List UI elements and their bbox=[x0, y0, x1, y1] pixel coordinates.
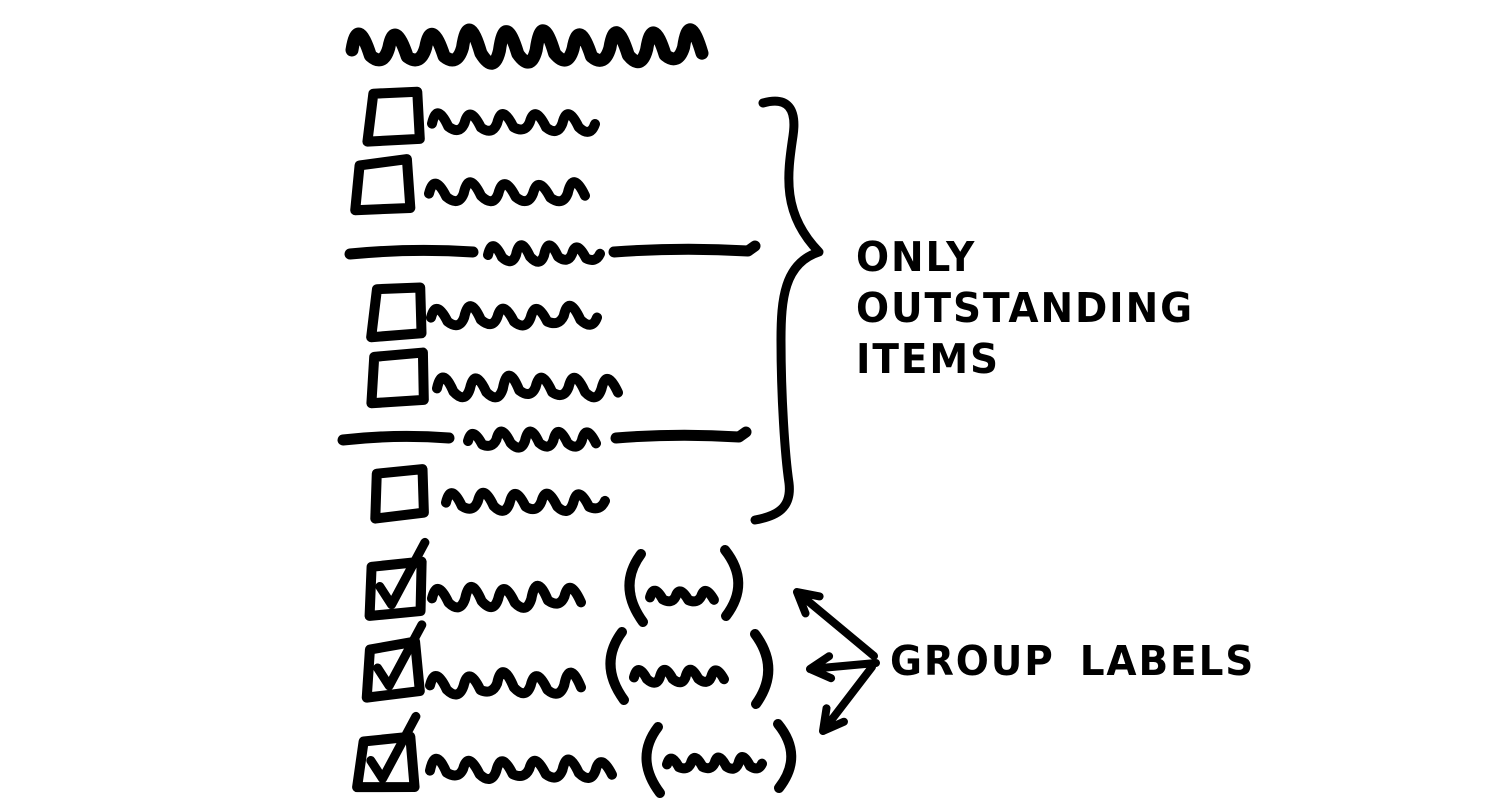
checkmark-icon bbox=[366, 711, 421, 784]
checkbox-unchecked[interactable] bbox=[366, 282, 427, 343]
divider-line-left bbox=[344, 244, 479, 260]
annotation-group-labels: GROUP LABELS bbox=[890, 637, 1256, 685]
checkbox-unchecked[interactable] bbox=[370, 464, 429, 524]
close-paren bbox=[750, 629, 774, 709]
item-label-scribble bbox=[441, 487, 610, 516]
divider-line-left bbox=[337, 430, 455, 446]
todo-item-row-checked bbox=[352, 711, 797, 798]
checkbox-checked[interactable] bbox=[352, 731, 420, 793]
annotation-line: ITEMS bbox=[856, 335, 1000, 383]
todo-item-row bbox=[366, 282, 602, 343]
item-label-scribble bbox=[427, 108, 600, 137]
item-label-scribble bbox=[424, 177, 590, 207]
checkbox-checked[interactable] bbox=[361, 636, 425, 703]
close-paren bbox=[720, 545, 744, 621]
group-divider bbox=[344, 240, 761, 267]
todo-item-row-checked bbox=[364, 537, 744, 627]
group-label-suffix-scribble bbox=[605, 627, 774, 709]
group-divider bbox=[337, 426, 752, 453]
group-label-inner-scribble bbox=[629, 664, 729, 688]
item-label-scribble bbox=[425, 667, 586, 700]
checkbox-unchecked[interactable] bbox=[362, 86, 425, 147]
group-label-inner-scribble bbox=[645, 585, 719, 607]
annotation-arrow bbox=[793, 588, 878, 660]
item-label-scribble bbox=[427, 580, 586, 613]
item-label-scribble bbox=[425, 753, 617, 784]
checkmark-icon bbox=[373, 620, 427, 691]
annotation-arrow bbox=[819, 663, 876, 735]
todo-item-row bbox=[350, 154, 590, 216]
todo-item-row bbox=[366, 347, 623, 409]
group-name-scribble bbox=[463, 426, 601, 453]
todo-item-row-checked bbox=[361, 620, 774, 709]
group-label-suffix-scribble bbox=[624, 545, 744, 627]
open-paren bbox=[624, 549, 648, 627]
checkbox-unchecked[interactable] bbox=[350, 154, 416, 216]
checkmark-icon bbox=[375, 537, 430, 610]
annotation-line: OUTSTANDING bbox=[856, 284, 1194, 332]
annotation-line: ONLY bbox=[856, 233, 977, 281]
annotation-arrow bbox=[806, 652, 880, 683]
divider-line-right bbox=[610, 426, 752, 444]
checkbox-unchecked[interactable] bbox=[366, 347, 429, 409]
group-name-scribble bbox=[483, 240, 605, 267]
open-paren bbox=[605, 627, 629, 705]
item-label-scribble bbox=[432, 370, 623, 403]
group-label-suffix-scribble bbox=[641, 719, 797, 798]
list-title-scribble bbox=[345, 23, 709, 70]
open-paren bbox=[641, 722, 665, 798]
item-label-scribble bbox=[426, 300, 602, 331]
divider-line-right bbox=[608, 240, 761, 258]
group-label-inner-scribble bbox=[662, 752, 767, 774]
close-paren bbox=[773, 719, 797, 793]
annotation-only-outstanding-items: ONLY OUTSTANDING ITEMS bbox=[856, 232, 1194, 385]
checkbox-checked[interactable] bbox=[364, 556, 427, 621]
outstanding-items-brace bbox=[750, 96, 824, 525]
todo-item-row bbox=[370, 464, 610, 524]
todo-item-row bbox=[362, 86, 600, 147]
group-labels-arrows bbox=[793, 588, 880, 735]
